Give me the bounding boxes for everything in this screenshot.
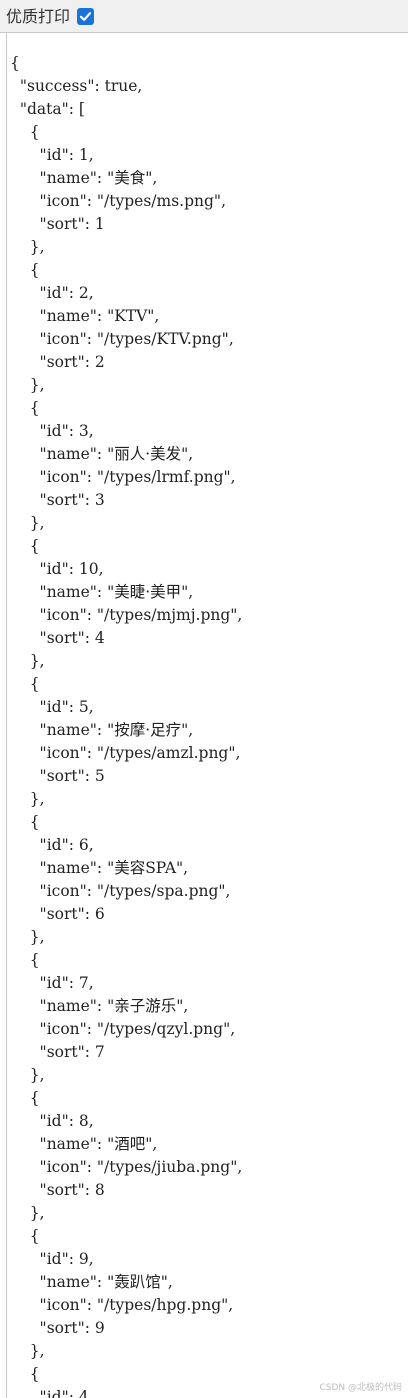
json-content-area[interactable]: { "success": true, "data": [ { "id": 1, … — [6, 33, 408, 1398]
pretty-print-checkbox[interactable] — [77, 7, 95, 25]
checkmark-icon — [79, 11, 92, 21]
json-viewer-toolbar: 优质打印 — [0, 0, 408, 33]
watermark: CSDN @北极的代码 — [319, 1383, 402, 1393]
pretty-print-label: 优质打印 — [6, 6, 71, 26]
json-response-text: { "success": true, "data": [ { "id": 1, … — [10, 54, 243, 1398]
